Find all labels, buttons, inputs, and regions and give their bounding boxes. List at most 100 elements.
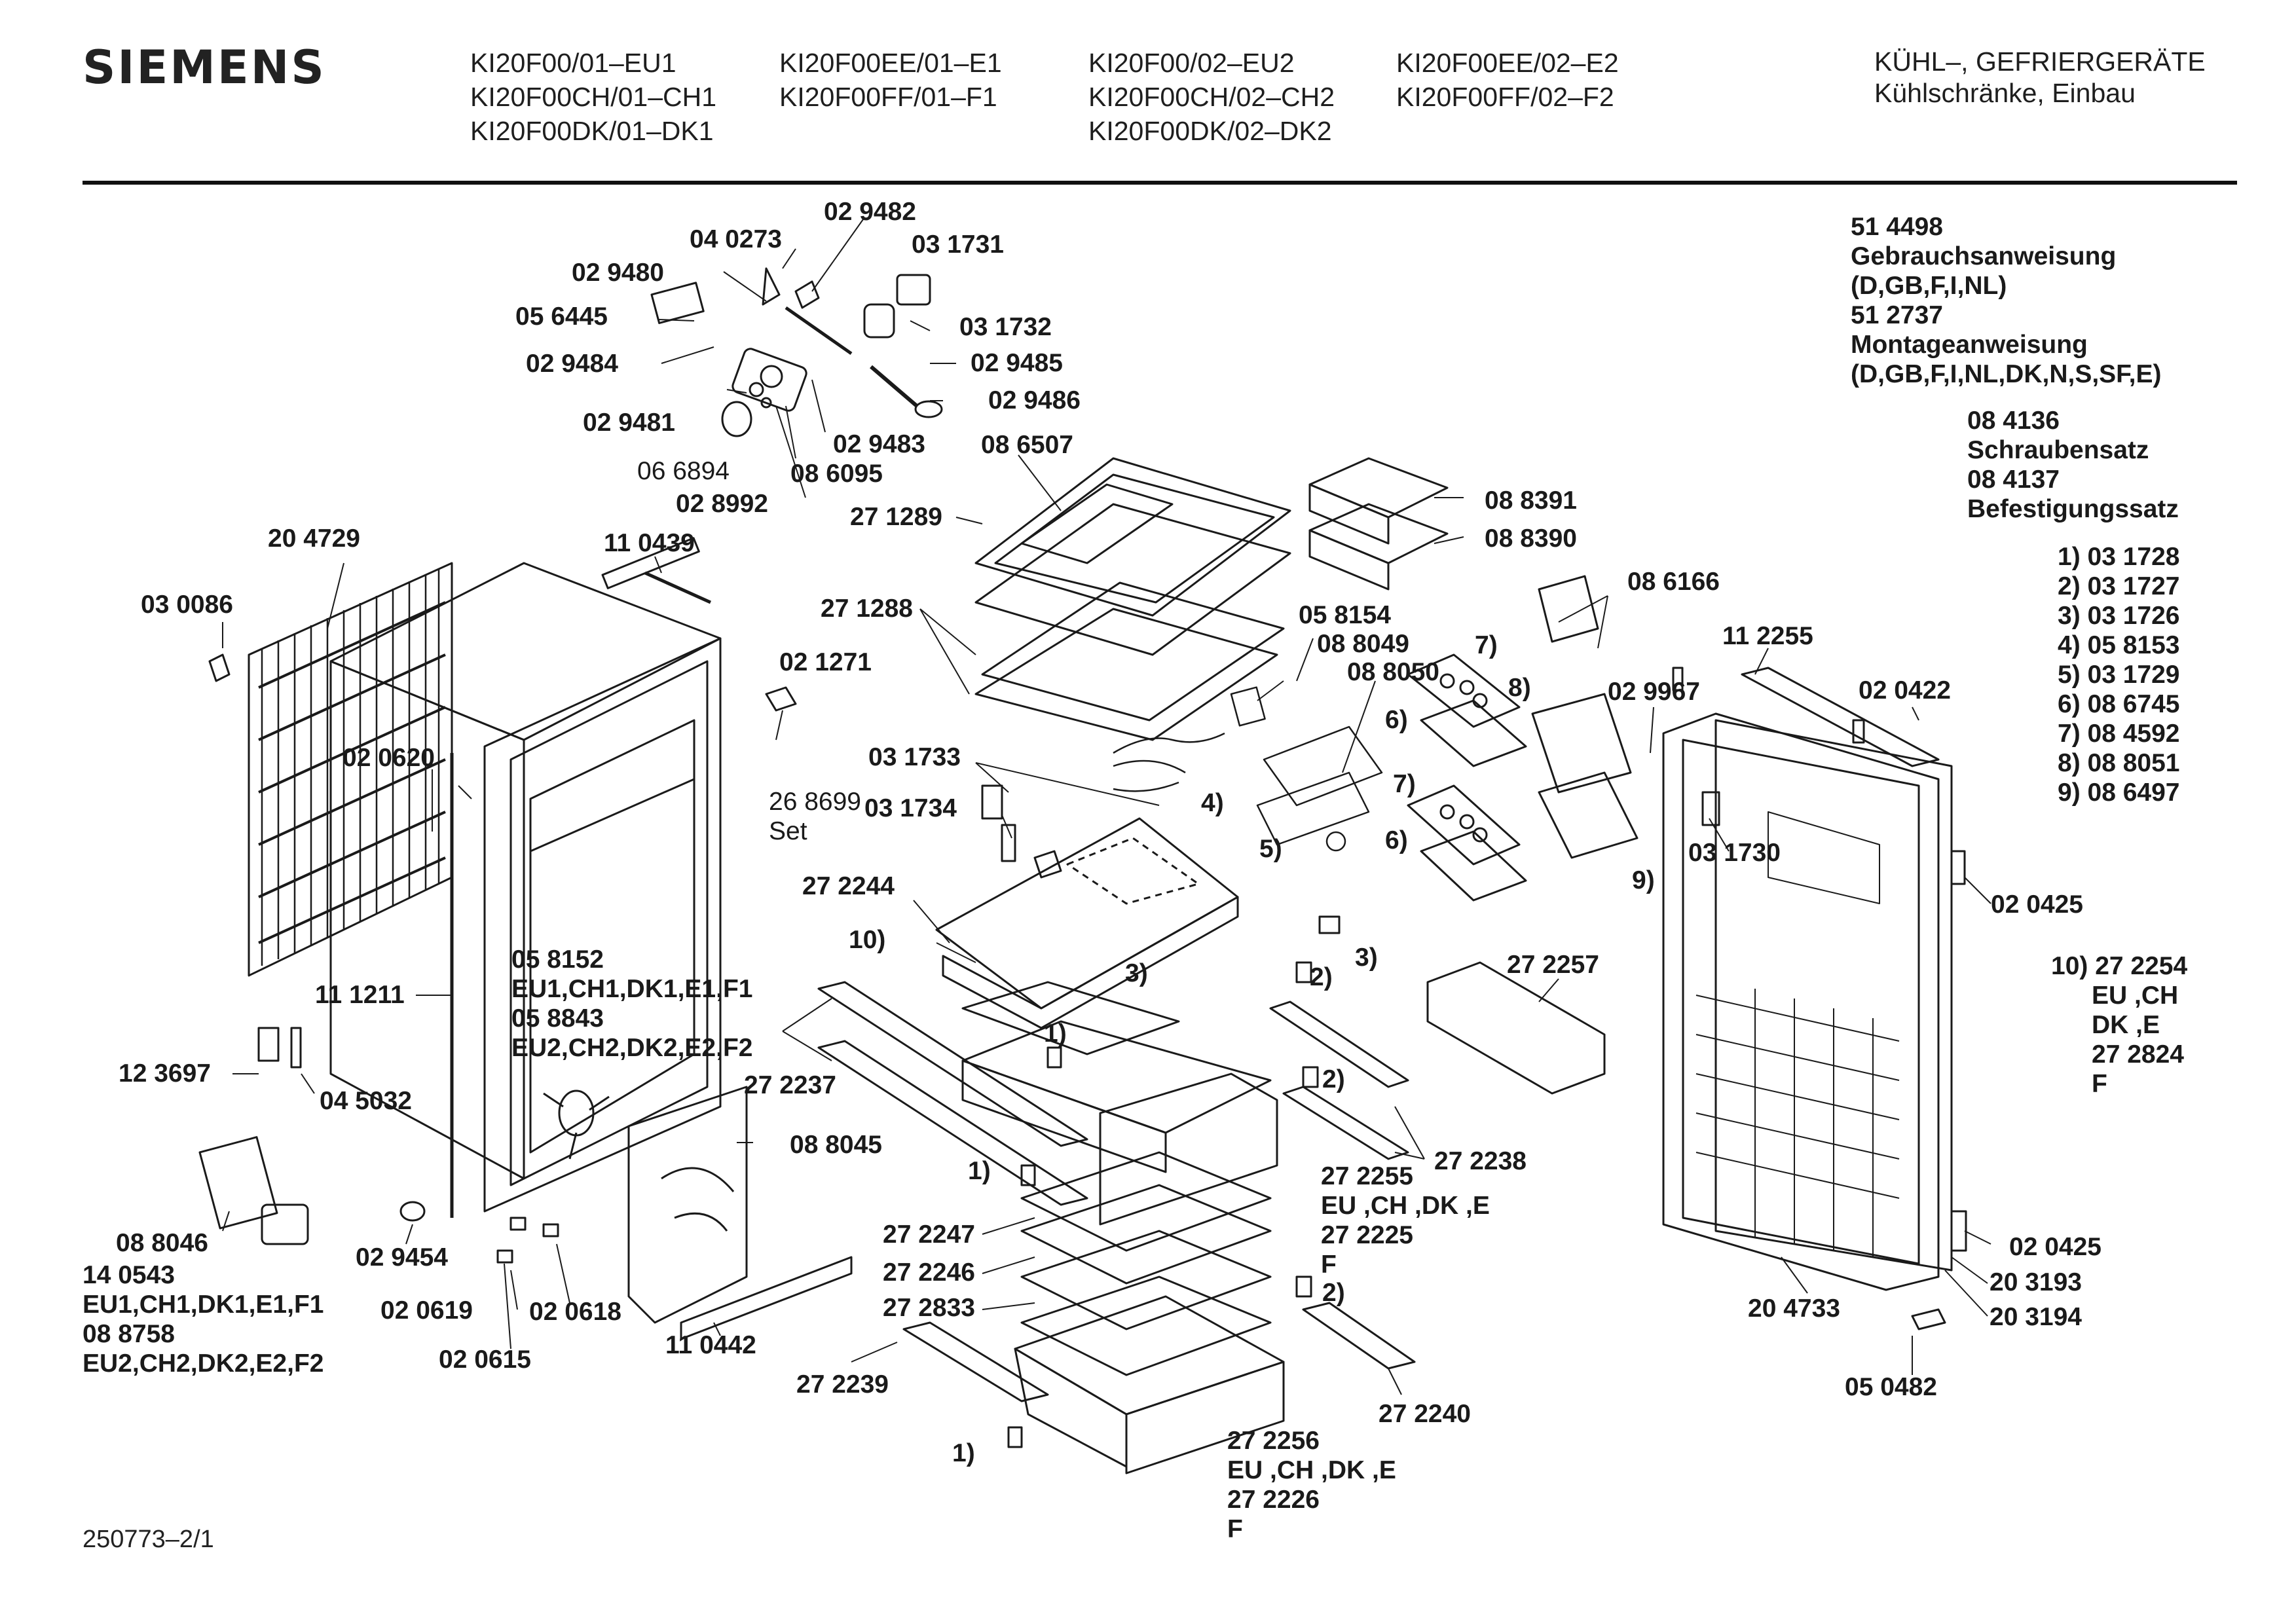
variant-note: 05 8152 EU1,CH1,DK1,E1,F1 05 8843 EU2,CH…: [511, 945, 753, 1062]
part-label: 02 1271: [779, 648, 872, 676]
variant-note: 14 0543 EU1,CH1,DK1,E1,F1 08 8758 EU2,CH…: [83, 1261, 324, 1378]
part-label: 27 2247: [883, 1220, 975, 1249]
part-label: 20 4729: [268, 524, 360, 553]
fan-housing: [543, 1086, 853, 1340]
dairy-boxes: [1308, 457, 1599, 643]
part-label: 08 8390: [1485, 524, 1577, 553]
ref-marker: 3): [1355, 943, 1378, 972]
part-label: 27 2237: [744, 1071, 836, 1099]
part-label: 02 9481: [583, 409, 675, 437]
brand-logo: SIEMENS: [83, 41, 326, 94]
door-shelf: [1426, 961, 1606, 1095]
part-label: 11 1211: [315, 981, 405, 1009]
part-label: 02 0425: [1991, 890, 2083, 919]
category-subtitle: Kühlschränke, Einbau: [1874, 78, 2136, 108]
ref-marker: 6): [1385, 826, 1408, 854]
freezer-compartment: [935, 817, 1239, 1055]
ref-marker: 7): [1393, 770, 1416, 798]
part-label: 06 6894: [637, 457, 730, 485]
part-label: 08 8050: [1347, 658, 1439, 686]
ref-marker: 3): [1125, 959, 1148, 987]
part-label: 27 2238: [1434, 1147, 1527, 1175]
ref-marker: 2): [1310, 963, 1333, 991]
ref-marker: 9): [1632, 866, 1655, 894]
variant-note: 27 2256 EU ,CH ,DK ,E 27 2226 F: [1227, 1427, 1396, 1543]
screw-set-list: 08 4136 Schraubensatz 08 4137 Befestigun…: [1967, 407, 2179, 523]
part-label: 02 9480: [572, 259, 664, 287]
drawer-rails: [817, 981, 1416, 1402]
drawing-number: 250773–2/1: [83, 1526, 214, 1553]
ref-marker: 1): [952, 1439, 975, 1467]
part-label: 03 1732: [959, 313, 1052, 341]
variant-note: 27 2255 EU ,CH ,DK ,E 27 2225 F: [1321, 1162, 1490, 1279]
part-label: 02 9483: [833, 430, 925, 458]
footnote-list: 1) 03 1728 2) 03 1727 3) 03 1726 4) 05 8…: [2058, 543, 2180, 807]
part-label: 02 0620: [343, 744, 435, 772]
variant-note: 10) 27 2254 EU ,CH DK ,E 27 2824 F: [2051, 952, 2188, 1098]
part-label: 11 0439: [604, 529, 695, 557]
thermostat-assembly: [650, 267, 943, 437]
part-label: 03 1734: [864, 794, 957, 822]
part-label: 08 6507: [981, 431, 1073, 459]
part-label: 03 0086: [141, 591, 233, 619]
set-note: 26 8699 Set: [769, 788, 861, 845]
part-label: 08 8045: [790, 1131, 882, 1159]
part-label: 27 2240: [1379, 1400, 1471, 1428]
ref-marker: 1): [968, 1157, 991, 1185]
part-label: 08 6166: [1627, 568, 1720, 596]
part-label: 02 9485: [971, 349, 1063, 377]
part-label: 08 8049: [1317, 630, 1409, 658]
part-label: 27 2257: [1507, 951, 1599, 979]
part-label: 03 1733: [868, 743, 961, 771]
leader-lines: [222, 219, 1991, 1395]
fridge-door: [1662, 667, 1967, 1330]
model-code: KI20F00EE/01–E1: [779, 48, 1002, 78]
part-label: 02 9486: [988, 386, 1081, 414]
model-code: KI20F00CH/02–CH2: [1088, 82, 1335, 112]
ref-marker: 8): [1508, 674, 1531, 702]
lamp-wiring: [1113, 686, 1383, 852]
part-label: 04 0273: [690, 225, 782, 253]
part-label: 02 9967: [1608, 678, 1700, 706]
model-code: KI20F00DK/02–DK2: [1088, 116, 1332, 146]
ref-marker: 10): [849, 926, 886, 954]
ref-marker: 4): [1201, 789, 1224, 817]
egg-trays: [1407, 653, 1639, 902]
part-label: 05 8154: [1299, 601, 1391, 629]
part-label: 08 8391: [1485, 486, 1577, 515]
part-label: 02 0425: [2009, 1233, 2102, 1261]
part-label: 08 8046: [116, 1229, 208, 1257]
part-label: 02 0615: [439, 1346, 531, 1374]
model-code: KI20F00FF/02–F2: [1396, 82, 1614, 112]
part-label: 27 2244: [802, 872, 895, 900]
part-label: 05 0482: [1845, 1373, 1937, 1401]
part-label: 20 3194: [1990, 1303, 2082, 1331]
part-label: 20 3193: [1990, 1268, 2082, 1296]
model-code: KI20F00DK/01–DK1: [470, 116, 714, 146]
part-label: 02 0619: [380, 1296, 473, 1325]
ref-marker: 7): [1475, 631, 1498, 659]
part-label: 03 1731: [912, 230, 1004, 259]
part-label: 27 1289: [850, 503, 942, 531]
part-label: 11 2255: [1722, 622, 1813, 650]
model-code: KI20F00/01–EU1: [470, 48, 676, 78]
part-label: 04 5032: [320, 1087, 412, 1115]
small-hardware: [198, 653, 1865, 1448]
ref-marker: 6): [1385, 706, 1408, 734]
part-label: 05 6445: [515, 302, 608, 331]
ref-marker: 5): [1259, 835, 1282, 863]
part-label: 08 6095: [790, 460, 883, 488]
ref-marker: 1): [1044, 1019, 1067, 1048]
category-title: KÜHL–, GEFRIERGERÄTE: [1874, 46, 2206, 77]
part-label: 02 9484: [526, 350, 618, 378]
glass-shelves: [974, 457, 1291, 741]
header-divider: [83, 181, 2237, 185]
part-label: 11 0442: [665, 1331, 756, 1359]
part-label: 27 2246: [883, 1258, 975, 1287]
ref-marker: 2): [1322, 1279, 1345, 1307]
ref-marker: 2): [1322, 1065, 1345, 1093]
fridge-cabinet: [329, 537, 722, 1218]
part-label: 27 2239: [796, 1370, 889, 1399]
model-code: KI20F00/02–EU2: [1088, 48, 1295, 78]
